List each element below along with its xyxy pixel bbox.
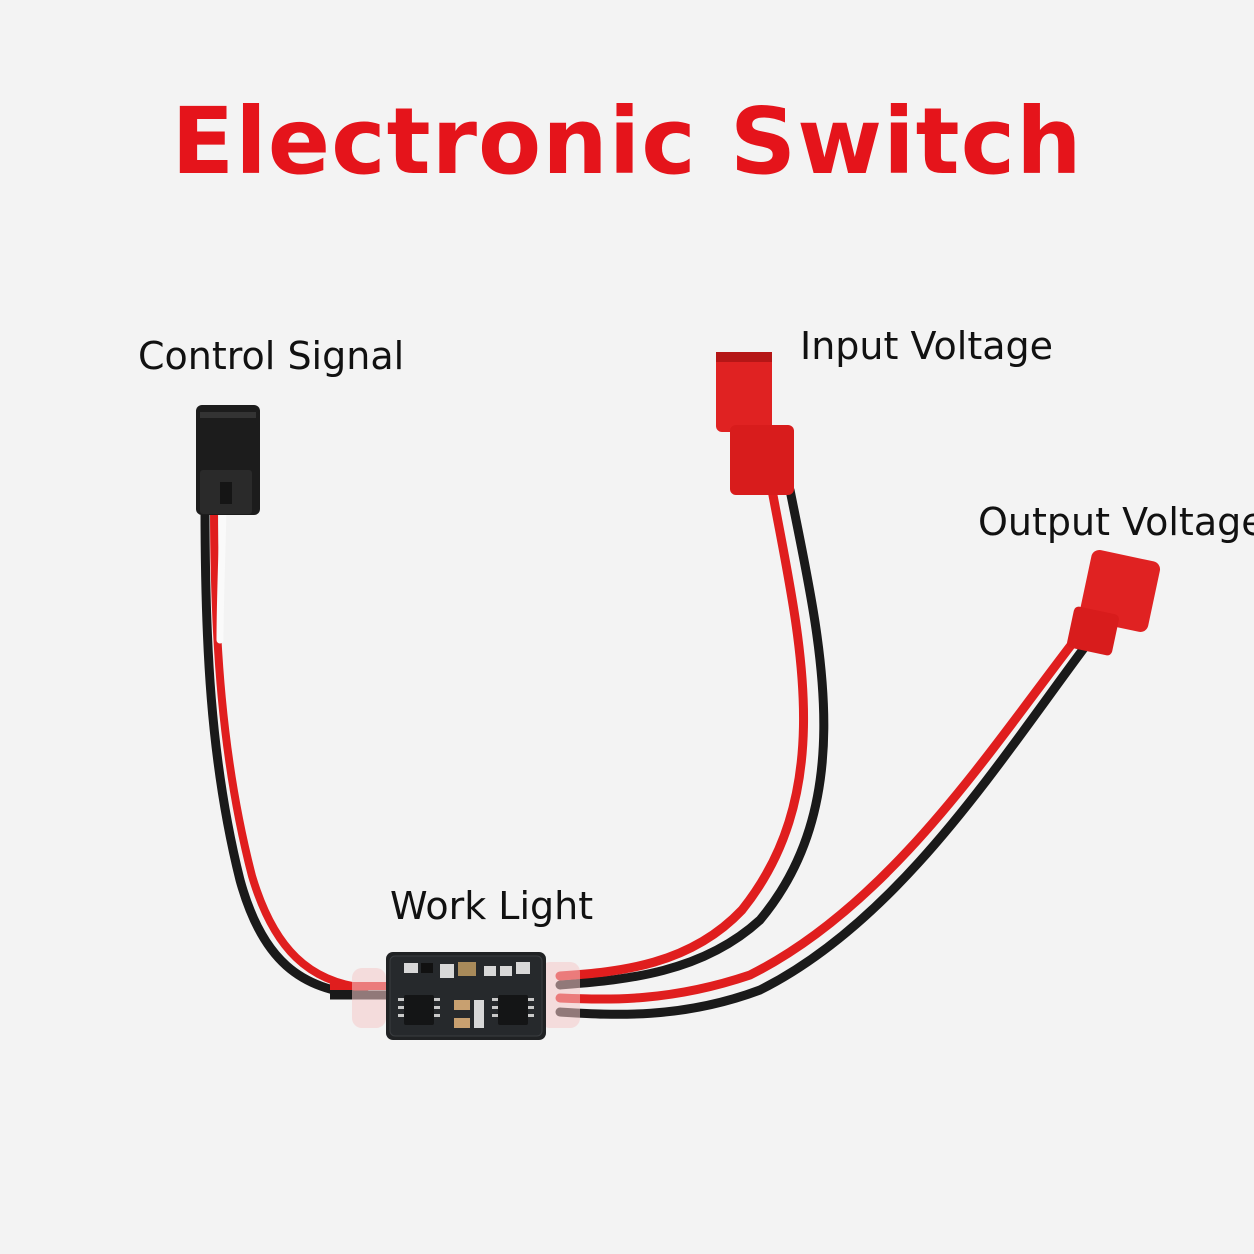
control-signal-connector xyxy=(196,405,260,515)
work-light-label: Work Light xyxy=(390,884,594,928)
page-title: Electronic Switch xyxy=(171,88,1083,195)
input-voltage-label: Input Voltage xyxy=(800,324,1054,368)
input-voltage-cable xyxy=(555,485,829,990)
control-signal-label: Control Signal xyxy=(138,334,405,378)
board-wire-leads xyxy=(330,962,580,1028)
input-voltage-connector xyxy=(716,352,794,495)
output-voltage-connector xyxy=(1067,549,1161,656)
output-voltage-label: Output Voltage xyxy=(978,500,1254,544)
switch-board xyxy=(386,952,546,1040)
output-voltage-cable xyxy=(555,635,1095,1019)
control-signal-cable xyxy=(200,500,370,1000)
